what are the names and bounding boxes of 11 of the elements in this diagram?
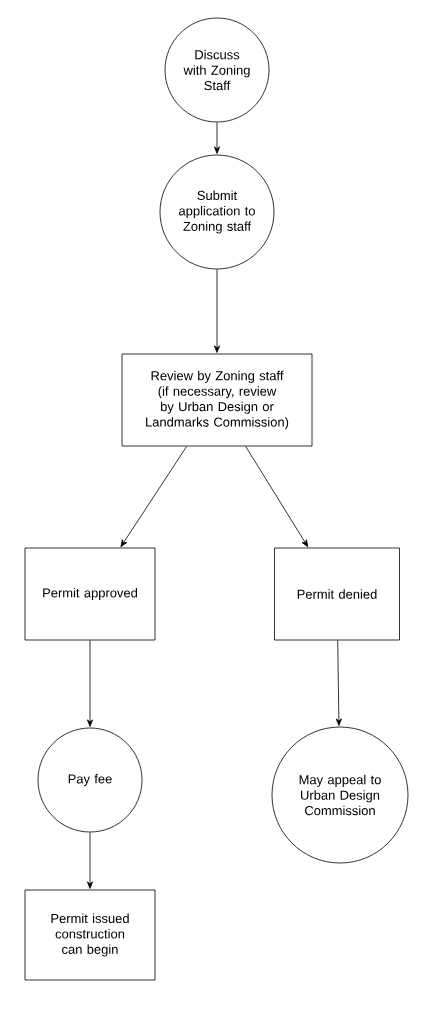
process-box: Review by Zoning staff (if necessary, review by Urban Design or Landmarks Commission) bbox=[121, 353, 313, 447]
arrow bbox=[120, 446, 188, 548]
arrow bbox=[87, 640, 93, 727]
arrow bbox=[214, 269, 220, 353]
arrow bbox=[87, 832, 93, 889]
arrow bbox=[245, 446, 309, 548]
process-box: Permit approved bbox=[24, 547, 156, 641]
arrow bbox=[335, 640, 342, 726]
arrow bbox=[214, 122, 220, 154]
process-box: Permit denied bbox=[274, 547, 400, 641]
process-box: Permit issued construction can begin bbox=[24, 889, 156, 981]
